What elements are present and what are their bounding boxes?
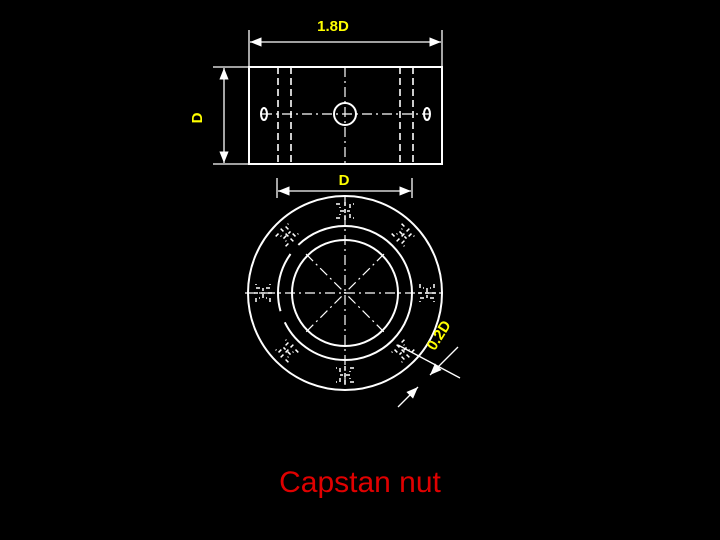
radial-dimension (397, 344, 461, 408)
capstan-hole-symbol (391, 339, 415, 363)
capstan-hole-symbol (254, 284, 272, 302)
width-dimension (248, 30, 443, 67)
height-dim-label: D (189, 112, 206, 123)
width-dim-label: 1.8D (317, 18, 349, 35)
capstan-hole-symbol (336, 366, 354, 384)
bore-dim-label: D (339, 172, 350, 189)
bore-dimension (276, 178, 413, 198)
top-center-lines (245, 195, 445, 391)
side-hole-right (423, 107, 431, 121)
capstan-hole-symbol (275, 223, 299, 247)
capstan-hole-symbol (391, 223, 415, 247)
capstan-hole-symbol (336, 202, 354, 220)
front-hole (333, 102, 357, 126)
caption: Capstan nut (279, 466, 441, 499)
top-view (245, 195, 445, 391)
capstan-hole-symbol (418, 284, 436, 302)
capstan-hole-symbol (275, 339, 299, 363)
radial-dim-label: 0.2D (424, 318, 455, 354)
height-dimension (213, 66, 249, 165)
front-view (248, 66, 443, 165)
hidden-lines (277, 67, 414, 164)
side-hole-left (260, 107, 268, 121)
